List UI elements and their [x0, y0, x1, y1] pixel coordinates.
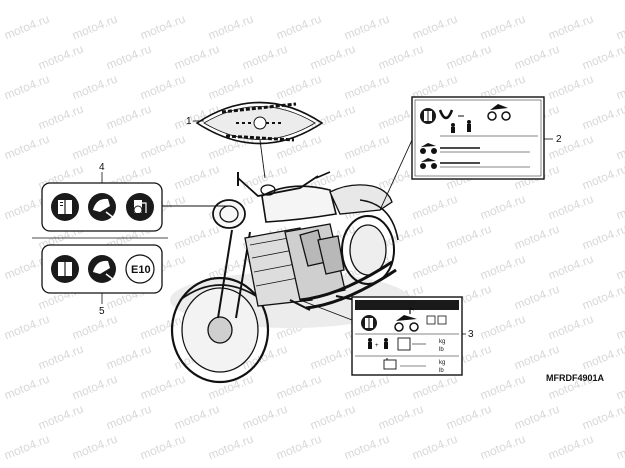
e10-label: E10: [131, 264, 151, 276]
tire-pressure-icon: [438, 109, 454, 120]
diagram-code: MFRDF4901A: [546, 373, 605, 383]
owners-manual-icon: [51, 255, 79, 283]
e10-fuel-icon: [125, 254, 155, 284]
label-3-panel: +: [299, 296, 463, 376]
row1-unit-lb: lb: [439, 347, 444, 353]
row2-unit-kg: kg: [439, 360, 445, 366]
callout-5: 5: [99, 306, 105, 317]
callout-2: 2: [556, 134, 562, 145]
row1-unit-kg: kg: [439, 339, 445, 345]
owners-manual-icon: [361, 315, 377, 331]
motorcycle-illustration: [170, 171, 410, 384]
rider-passenger-icon: [451, 120, 471, 133]
helmet-warning-icon: [88, 193, 116, 221]
owners-manual-icon: [51, 193, 79, 221]
label-4-panel: [41, 172, 228, 232]
label-2-panel: [379, 96, 545, 211]
motorcycle-icon: [420, 158, 437, 169]
label-1-decal: [195, 101, 324, 179]
helmet-warning-icon: [88, 255, 116, 283]
rider-passenger-icon: [368, 338, 388, 349]
callout-4: 4: [99, 162, 105, 173]
motorcycle-load-icon: [394, 307, 419, 332]
motorcycle-icon: [487, 104, 511, 121]
callout-1: 1: [186, 116, 192, 127]
svg-text:+: +: [375, 343, 379, 349]
motorcycle-icon: [420, 143, 437, 154]
fuel-pump-icon: [126, 193, 154, 221]
luggage-icon: [383, 358, 397, 370]
callout-3: 3: [468, 329, 474, 340]
owners-manual-icon: [420, 108, 436, 124]
row2-unit-lb: lb: [439, 368, 444, 374]
label-5-panel: [41, 244, 163, 304]
